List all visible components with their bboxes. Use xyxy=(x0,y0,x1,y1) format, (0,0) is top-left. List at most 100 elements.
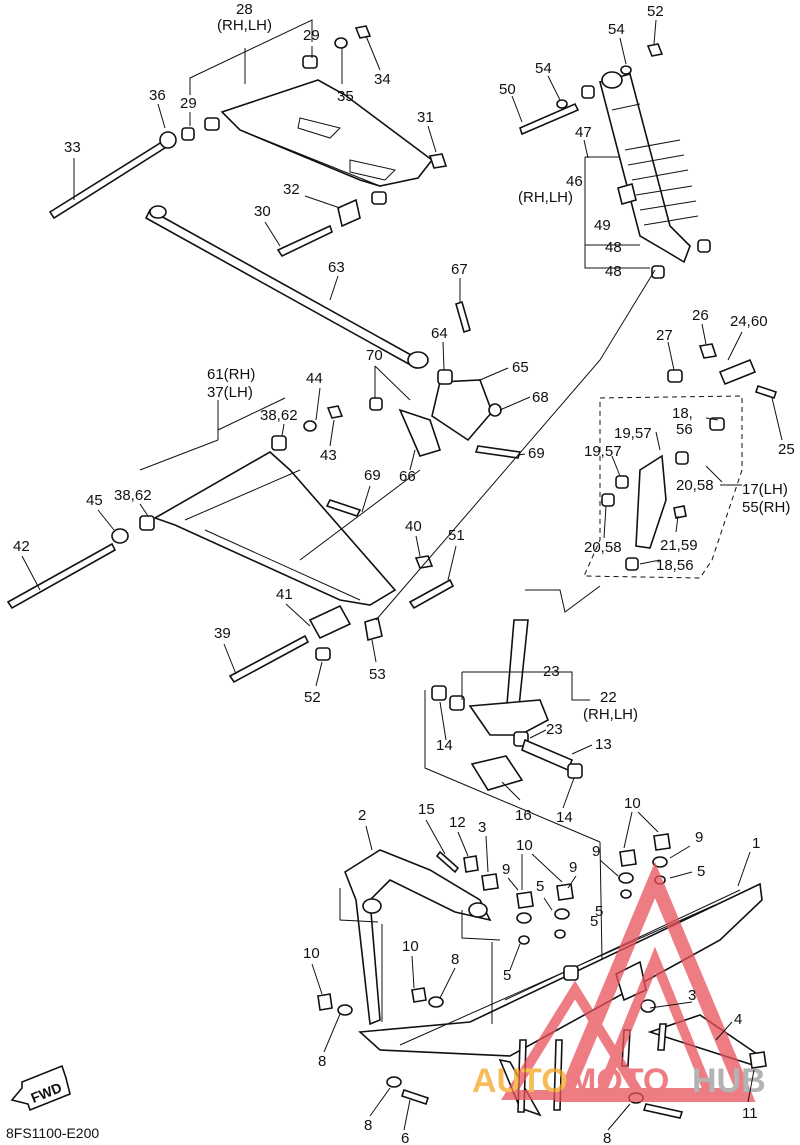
part-label: 18, xyxy=(672,405,693,422)
part-label: 25 xyxy=(778,441,795,458)
part-label: 24,60 xyxy=(730,313,768,330)
part-label: 48 xyxy=(605,263,622,280)
ski-column-assembly xyxy=(424,585,601,843)
part-label: 28 xyxy=(236,1,253,18)
part-label: 47 xyxy=(575,124,592,141)
part-label: 33 xyxy=(64,139,81,156)
part-label: 37(LH) xyxy=(207,384,253,401)
part-label: 52 xyxy=(647,3,664,20)
part-label: 52 xyxy=(304,689,321,706)
leader-lines xyxy=(21,19,783,1131)
part-label: 5 xyxy=(697,863,705,880)
part-label: 66 xyxy=(399,468,416,485)
part-label: 38,62 xyxy=(114,487,152,504)
part-label: 23 xyxy=(546,721,563,738)
part-label: (RH,LH) xyxy=(518,189,573,206)
stabilizer-bar xyxy=(144,205,429,370)
part-label: 49 xyxy=(594,217,611,234)
part-label: 8 xyxy=(318,1053,326,1070)
part-label: 29 xyxy=(180,95,197,112)
fwd-arrow-icon: FWD xyxy=(10,1064,71,1112)
part-label: 21,59 xyxy=(660,537,698,554)
part-label: 9 xyxy=(502,861,510,878)
part-label: 29 xyxy=(303,27,320,44)
upper-arm-assembly xyxy=(48,19,448,258)
part-label: 67 xyxy=(451,261,468,278)
part-label: 6 xyxy=(401,1130,409,1145)
part-label: 20,58 xyxy=(676,477,714,494)
part-label: 8 xyxy=(451,951,459,968)
part-label: 15 xyxy=(418,801,435,818)
part-label: 69 xyxy=(528,445,545,462)
part-label: 38,62 xyxy=(260,407,298,424)
part-label: 64 xyxy=(431,325,448,342)
part-label: 22 xyxy=(600,689,617,706)
part-label: 54 xyxy=(608,21,625,38)
stabilizer-link xyxy=(369,300,522,459)
part-label: 41 xyxy=(276,586,293,603)
part-label: 10 xyxy=(402,938,419,955)
part-label: 9 xyxy=(592,843,600,860)
part-label: 34 xyxy=(374,71,391,88)
part-label: 35 xyxy=(337,88,354,105)
part-label: 2 xyxy=(358,807,366,824)
part-labels: 1 2 3 3 4 5 5 5 5 5 6 8 8 8 8 9 9 9 9 10… xyxy=(13,1,795,1145)
part-label: 10 xyxy=(303,945,320,962)
part-label: 48 xyxy=(605,239,622,256)
part-label: 55(RH) xyxy=(742,499,790,516)
part-label: 69 xyxy=(364,467,381,484)
part-label: 50 xyxy=(499,81,516,98)
part-label: 56 xyxy=(676,421,693,438)
part-label: 5 xyxy=(595,903,603,920)
part-label: 9 xyxy=(569,859,577,876)
part-label: 27 xyxy=(656,327,673,344)
part-label: (RH,LH) xyxy=(583,706,638,723)
part-label: 61(RH) xyxy=(207,366,255,383)
part-label: 65 xyxy=(512,359,529,376)
part-label: (RH,LH) xyxy=(217,17,272,34)
part-label: 8 xyxy=(603,1130,611,1145)
part-label: 11 xyxy=(742,1105,758,1122)
shock-absorber-assembly xyxy=(519,43,711,279)
watermark-hub: HUB xyxy=(692,1062,766,1100)
part-label: 39 xyxy=(214,625,231,642)
part-label: 3 xyxy=(478,819,486,836)
part-label: 54 xyxy=(535,60,552,77)
watermark-logo: AUTO MOTO HUB xyxy=(472,861,766,1102)
part-label: 26 xyxy=(692,307,709,324)
part-label: 63 xyxy=(328,259,345,276)
part-label: 14 xyxy=(436,737,453,754)
part-label: 31 xyxy=(417,109,434,126)
part-label: 9 xyxy=(695,829,703,846)
part-label: 18,56 xyxy=(656,557,694,574)
part-label: 1 xyxy=(752,835,760,852)
part-label: 17(LH) xyxy=(742,481,788,498)
part-label: 5 xyxy=(536,878,544,895)
part-label: 20,58 xyxy=(584,539,622,556)
part-label: 19,57 xyxy=(614,425,652,442)
part-label: 36 xyxy=(149,87,166,104)
part-label: 44 xyxy=(306,370,323,387)
part-label: 16 xyxy=(515,807,532,824)
part-label: 10 xyxy=(624,795,641,812)
part-label: 40 xyxy=(405,518,422,535)
part-label: 12 xyxy=(449,814,466,831)
part-label: 70 xyxy=(366,347,383,364)
part-label: 19,57 xyxy=(584,443,622,460)
watermark-auto: AUTO xyxy=(472,1062,568,1100)
part-label: 14 xyxy=(556,809,573,826)
part-label: 45 xyxy=(86,492,103,509)
part-label: 43 xyxy=(320,447,337,464)
part-label: 30 xyxy=(254,203,271,220)
part-label: 68 xyxy=(532,389,549,406)
part-label: 42 xyxy=(13,538,30,555)
part-label: 5 xyxy=(503,967,511,984)
part-label: 3 xyxy=(688,987,696,1004)
diagram-code: 8FS1100-E200 xyxy=(6,1125,99,1141)
part-label: 4 xyxy=(734,1011,742,1028)
steering-knuckle-group xyxy=(583,343,778,579)
part-label: 5 xyxy=(590,913,598,930)
watermark-moto: MOTO xyxy=(568,1062,669,1100)
part-label: 53 xyxy=(369,666,386,683)
